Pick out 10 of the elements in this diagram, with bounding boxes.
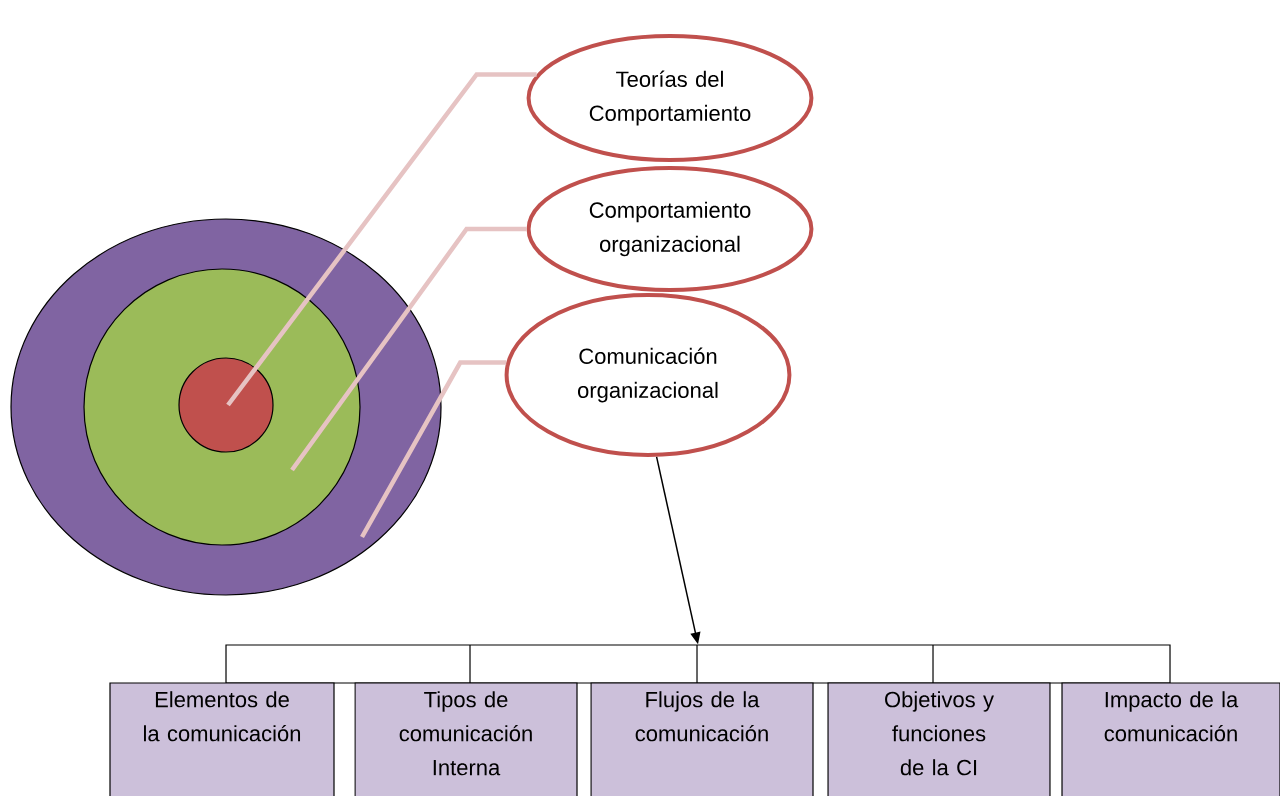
topic-box: Elementos de la comunicación bbox=[109, 682, 335, 796]
circle bbox=[178, 357, 274, 453]
topic-box: Impacto de la comunicación bbox=[1061, 682, 1280, 796]
topic-box: Objetivos y funciones de la CI bbox=[827, 682, 1051, 796]
leader-line bbox=[360, 360, 507, 539]
topic-box: Tipos de comunicación Interna bbox=[354, 682, 578, 796]
bracket-bar bbox=[225, 644, 1171, 684]
leader-line bbox=[226, 72, 537, 407]
topic-box: Flujos de la comunicación bbox=[590, 682, 814, 796]
leader-line bbox=[290, 226, 527, 472]
